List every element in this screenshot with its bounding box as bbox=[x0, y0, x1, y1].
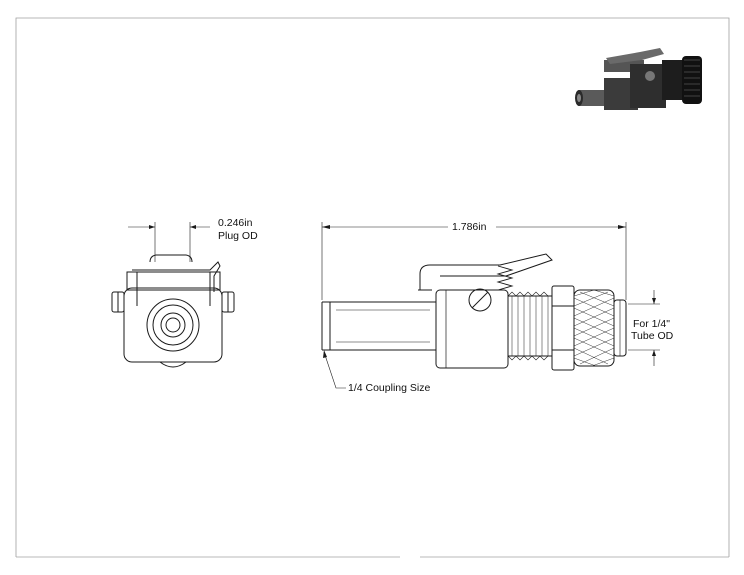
tube-od-line2: Tube OD bbox=[631, 330, 674, 342]
coupling-size-callout: 1/4 Coupling Size bbox=[348, 382, 431, 394]
sheet-border bbox=[15, 17, 730, 558]
tube-od-line1: For 1/4" bbox=[633, 318, 670, 330]
side-view bbox=[321, 222, 660, 389]
overall-length-dimension: 1.786in bbox=[452, 221, 487, 233]
plug-od-value: 0.246in bbox=[218, 217, 253, 229]
isometric-thumbnail bbox=[575, 48, 702, 110]
plug-od-label: Plug OD bbox=[218, 230, 258, 242]
end-view bbox=[111, 222, 235, 368]
